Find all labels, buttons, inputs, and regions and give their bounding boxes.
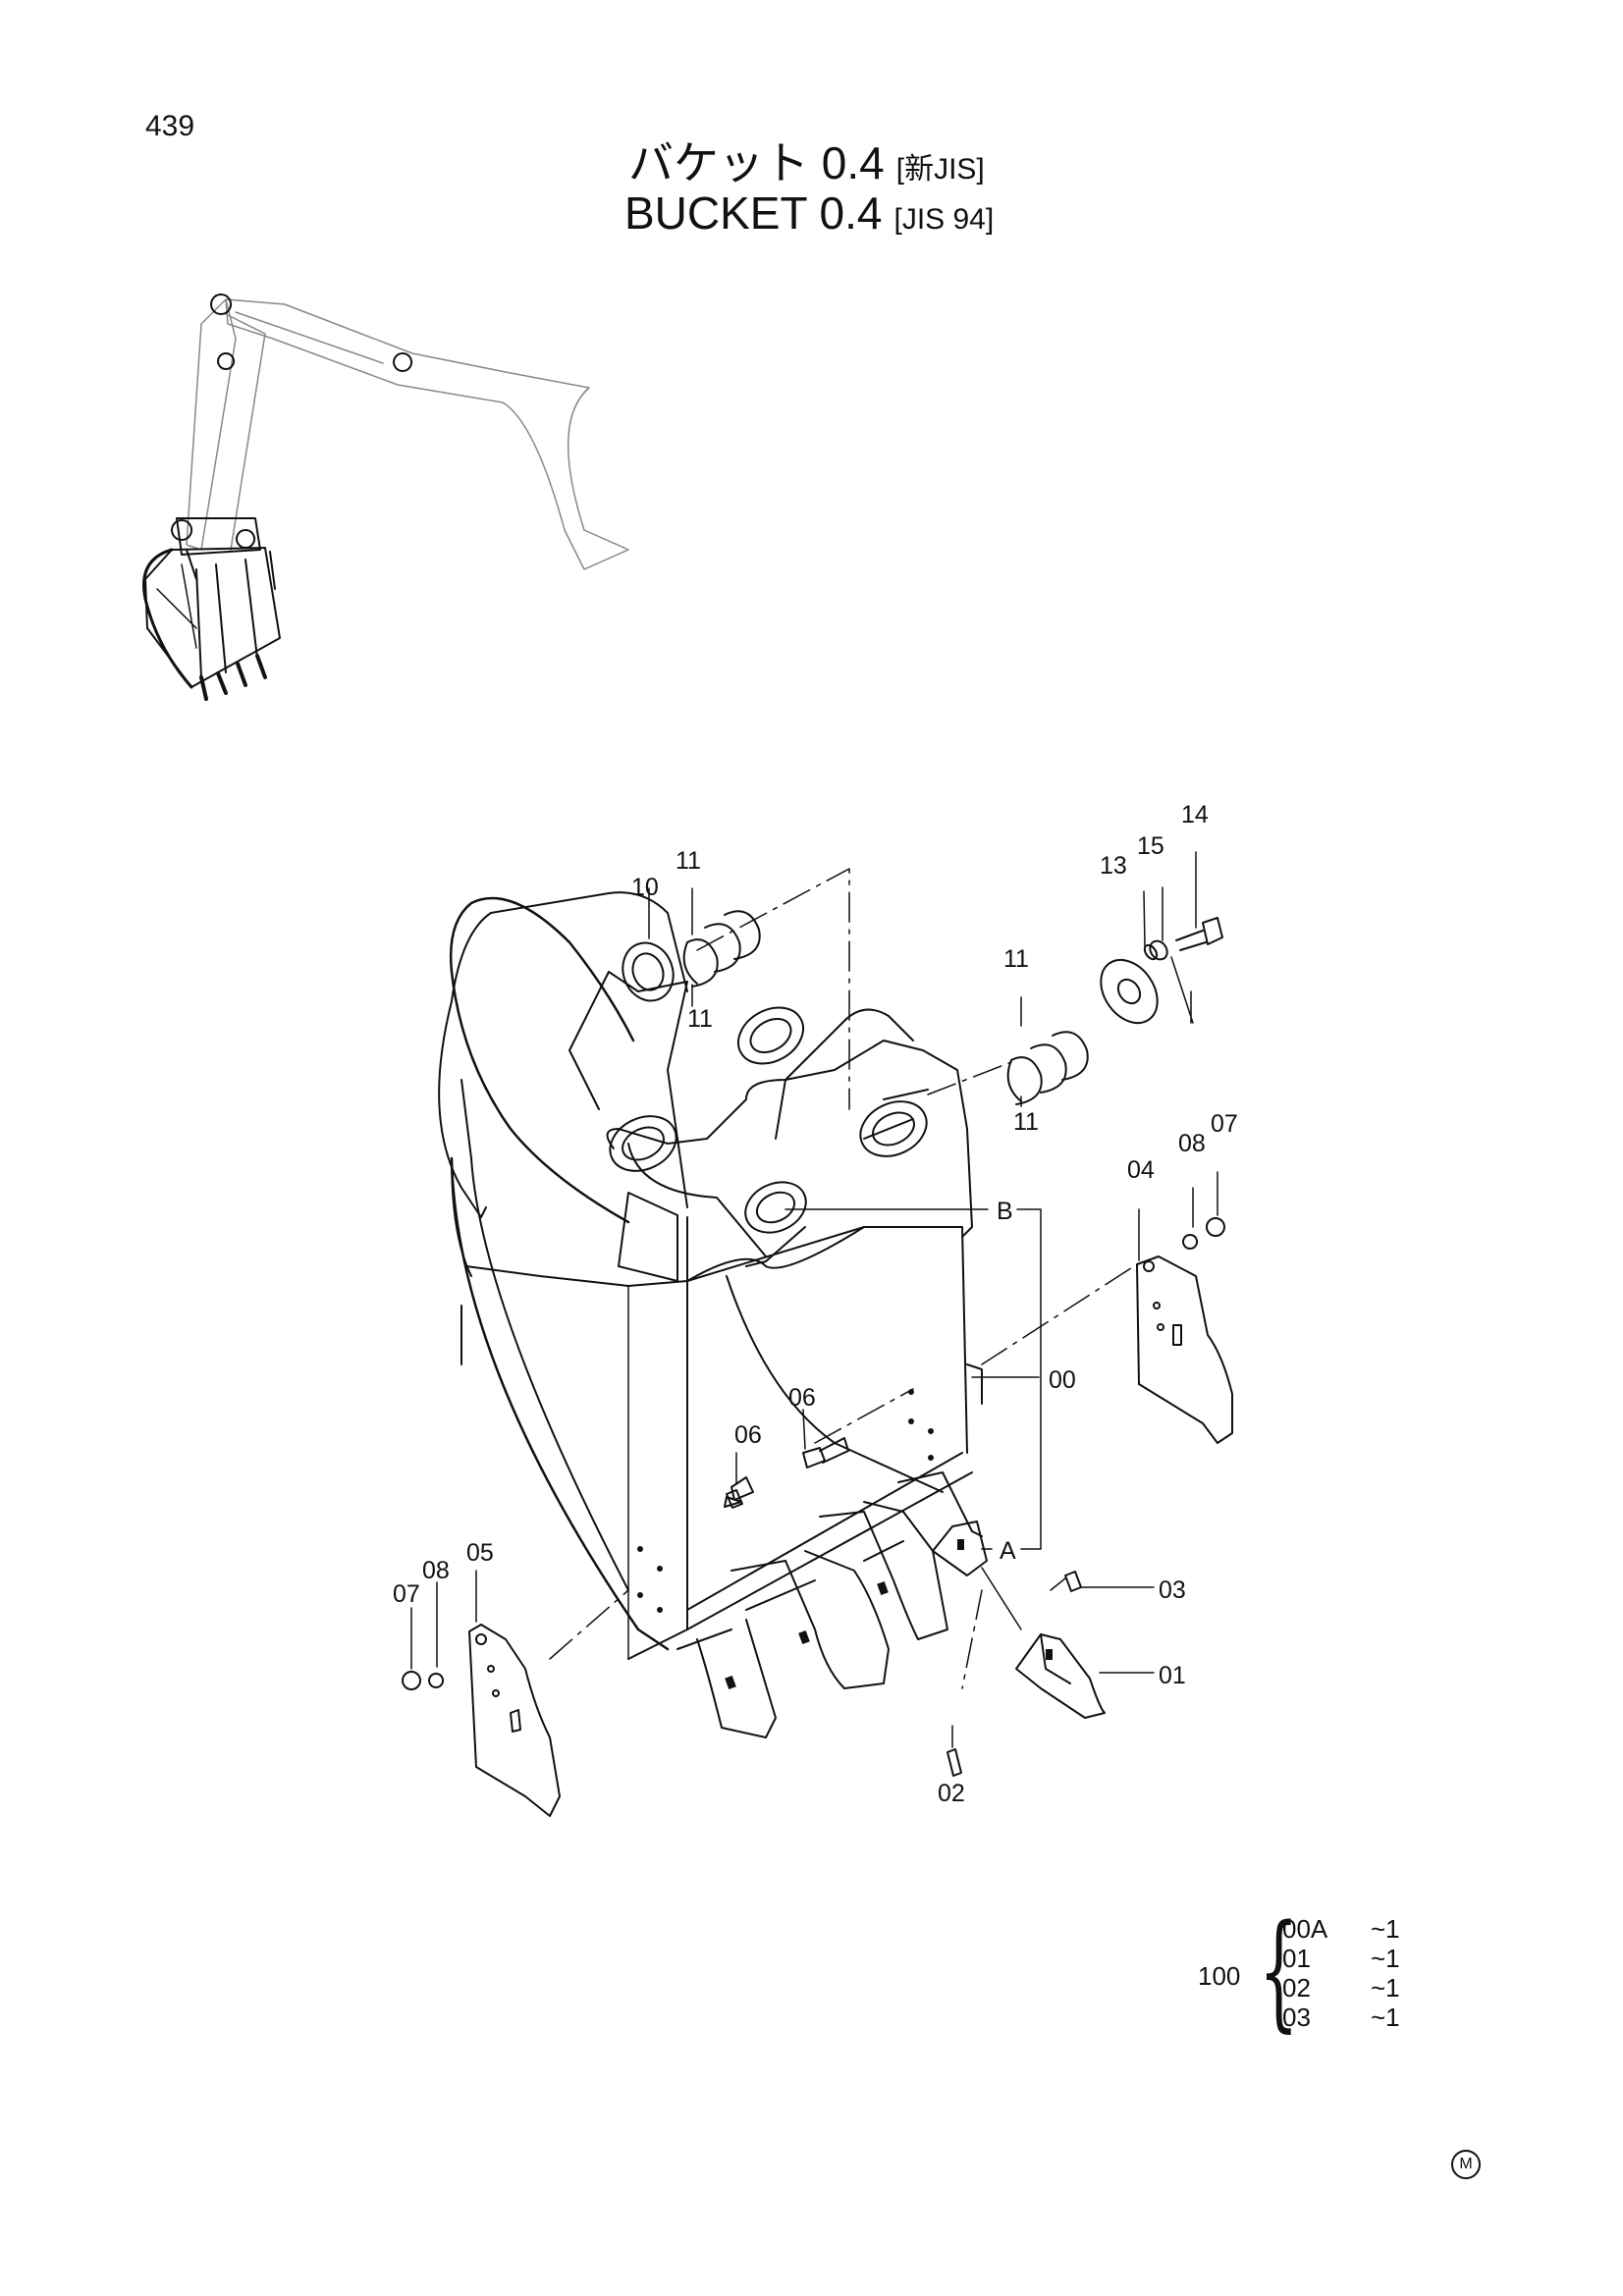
- kit-item-code: 02: [1282, 1973, 1311, 2002]
- callout-08-left: 08: [422, 1557, 450, 1584]
- excavator-overview-illustration: [142, 294, 629, 701]
- callout-06-right: 06: [788, 1384, 816, 1412]
- kit-item: 02 ~1: [1282, 1973, 1400, 2002]
- callout-11-bottom-right: 11: [1013, 1108, 1039, 1136]
- lock-03-illustration: [1064, 1571, 1082, 1592]
- kit-item: 03 ~1: [1282, 2002, 1400, 2032]
- kit-item-qty: ~1: [1371, 1944, 1400, 1973]
- callout-03: 03: [1159, 1576, 1186, 1604]
- page-number: 439: [145, 110, 195, 142]
- kit-item-qty: ~1: [1371, 1973, 1400, 2002]
- title-english-tag: [JIS 94]: [893, 203, 995, 236]
- title-english: BUCKET 0.4 [JIS 94]: [624, 187, 994, 240]
- kit-item: 01 ~1: [1282, 1944, 1400, 1973]
- kit-items: 00A ~1 01 ~1 02 ~1 03 ~1: [1282, 1914, 1400, 2032]
- leader-lines: [410, 851, 1218, 1748]
- callout-14: 14: [1181, 801, 1209, 828]
- kit-item: 00A ~1: [1282, 1914, 1400, 1944]
- callout-07-left: 07: [393, 1580, 420, 1608]
- side-cutter-04-illustration: [1136, 1217, 1233, 1444]
- title-japanese-text: バケット 0.4: [628, 137, 885, 188]
- callout-11-bottom-left: 11: [687, 1005, 713, 1033]
- callout-07-right: 07: [1211, 1110, 1238, 1138]
- callout-04: 04: [1127, 1156, 1155, 1184]
- kit-item-qty: ~1: [1371, 1914, 1400, 1944]
- callout-11-top-right: 11: [1003, 945, 1029, 973]
- bolt-06-illustration: [724, 1437, 849, 1509]
- kit-code: 100: [1198, 1961, 1241, 1991]
- pin-bushing-13-15-illustration: [1006, 917, 1223, 1105]
- callout-08-right: 08: [1178, 1130, 1206, 1157]
- pin-02-illustration: [947, 1748, 962, 1777]
- callout-01: 01: [1159, 1662, 1186, 1689]
- callout-00: 00: [1049, 1366, 1076, 1394]
- reference-a: A: [1000, 1537, 1016, 1565]
- kit-item-code: 01: [1282, 1944, 1311, 1973]
- callout-labels: 00 01 02 03 04 05 06 06 07 07 08 08 10 1…: [393, 801, 1238, 1807]
- maker-mark-icon: M: [1451, 2150, 1481, 2179]
- title-english-text: BUCKET 0.4: [624, 187, 883, 239]
- callout-10: 10: [631, 874, 659, 901]
- pin-bushing-10-11-illustration: [622, 910, 761, 1002]
- callout-13: 13: [1100, 852, 1127, 880]
- reference-b: B: [997, 1198, 1013, 1225]
- callout-11-top-left: 11: [676, 847, 701, 875]
- kit-item-code: 00A: [1282, 1914, 1328, 1944]
- bucket-body-illustration: [438, 891, 988, 1738]
- callout-15: 15: [1137, 832, 1164, 860]
- kit-item-code: 03: [1282, 2002, 1311, 2032]
- tooth-01-illustration: [1015, 1633, 1106, 1719]
- kit-brace: {: [1259, 1898, 1299, 2045]
- title-japanese-tag: [新JIS]: [895, 153, 985, 186]
- side-cutter-05-illustration: [402, 1624, 561, 1817]
- callout-02: 02: [938, 1780, 965, 1807]
- callout-06-left: 06: [734, 1421, 762, 1449]
- callout-05: 05: [466, 1539, 494, 1567]
- title-japanese: バケット 0.4 [新JIS]: [628, 128, 985, 192]
- kit-item-qty: ~1: [1371, 2002, 1400, 2032]
